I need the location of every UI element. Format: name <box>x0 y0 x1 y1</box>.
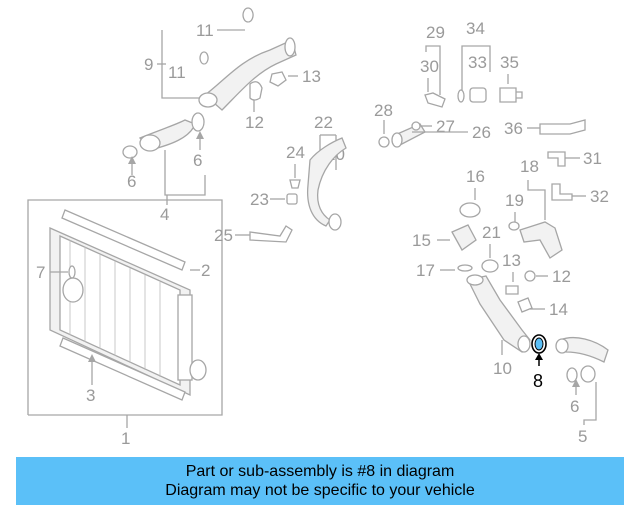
callout-18: 18 <box>520 157 539 176</box>
callout-33: 33 <box>468 53 487 72</box>
callout-13-top: 13 <box>302 67 321 86</box>
callout-28: 28 <box>374 101 393 120</box>
part-8-highlight[interactable]: 8 <box>531 334 547 391</box>
callout-35: 35 <box>500 53 519 72</box>
callout-5: 5 <box>578 427 587 446</box>
callout-14: 14 <box>549 300 568 319</box>
callout-26: 26 <box>472 123 491 142</box>
callout-17: 17 <box>416 261 435 280</box>
callout-4: 4 <box>160 205 169 224</box>
callout-24: 24 <box>286 143 305 162</box>
callout-21: 21 <box>482 223 501 242</box>
callout-12-top: 12 <box>245 113 264 132</box>
callout-23: 23 <box>250 190 269 209</box>
callout-32: 32 <box>590 187 609 206</box>
intercooler-assembly <box>27 199 223 428</box>
banner-line-1: Part or sub-assembly is #8 in diagram <box>185 463 455 480</box>
callout-12-right: 12 <box>552 267 571 286</box>
callout-19: 19 <box>505 191 524 210</box>
banner-line-2: Diagram may not be specific to your vehi… <box>165 482 475 499</box>
callout-25: 25 <box>214 226 233 245</box>
callout-1: 1 <box>121 429 130 448</box>
callout-16: 16 <box>466 167 485 186</box>
callout-22: 22 <box>314 113 333 132</box>
callout-2: 2 <box>201 261 210 280</box>
callout-11-mid: 11 <box>168 63 186 82</box>
info-banner: Part or sub-assembly is #8 in diagram Di… <box>16 457 624 505</box>
callout-3: 3 <box>86 386 95 405</box>
callout-15: 15 <box>412 231 431 250</box>
callout-27: 27 <box>436 117 455 136</box>
callout-11-top: 11 <box>196 21 214 40</box>
callout-13-right: 13 <box>502 251 521 270</box>
callout-7: 7 <box>36 263 45 282</box>
callout-6-mid: 6 <box>193 151 202 170</box>
callout-30: 30 <box>420 57 439 76</box>
callout-29: 29 <box>426 23 445 42</box>
callout-6-left: 6 <box>127 172 136 191</box>
callout-10: 10 <box>493 359 512 378</box>
callout-8: 8 <box>533 371 543 391</box>
callout-9: 9 <box>144 55 153 74</box>
callout-31: 31 <box>583 149 602 168</box>
callout-6-right: 6 <box>570 397 579 416</box>
callout-36: 36 <box>504 119 523 138</box>
callout-34: 34 <box>466 19 485 38</box>
